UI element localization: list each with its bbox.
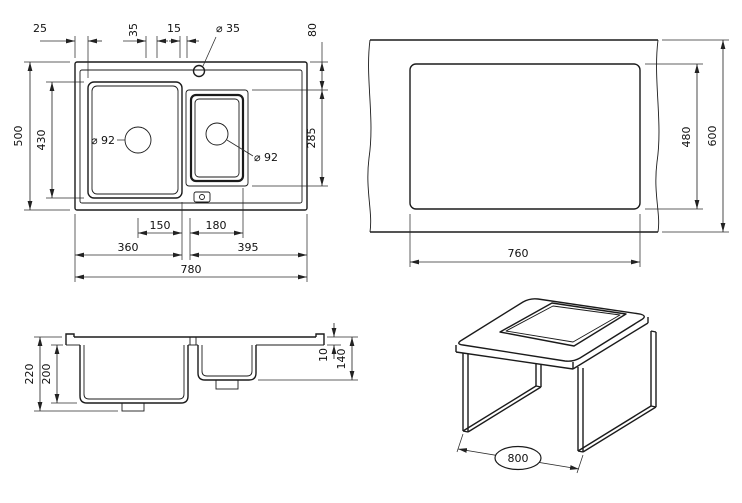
- left-drain-fitting: [121, 402, 145, 412]
- right-bowl-outer: [189, 93, 245, 183]
- top-view-extension-lines: [24, 36, 328, 282]
- dim-label-dia92-right: ⌀ 92: [254, 151, 278, 164]
- cabinet-view: 800: [455, 298, 657, 474]
- front-view-extension-lines: [34, 336, 358, 412]
- width-oval-badge: [494, 445, 542, 471]
- left-bowl-wall-outer: [79, 345, 189, 404]
- sink-outline: [74, 61, 308, 211]
- rim-right-cap: [315, 333, 325, 345]
- dim-label-140: 140: [335, 349, 348, 370]
- dim-label-760: 760: [508, 247, 529, 260]
- dim-label-780: 780: [181, 263, 202, 276]
- dim-label-430: 430: [35, 130, 48, 151]
- dim-label-35: 35: [127, 23, 140, 37]
- right-bowl-wall-outer: [197, 345, 257, 381]
- dim-label-dia35: ⌀ 35: [216, 22, 240, 35]
- front-view-outlines: [65, 333, 325, 412]
- right-drain-hole: [205, 122, 229, 146]
- left-drain-hole: [124, 126, 152, 154]
- break-line-right: [655, 39, 660, 233]
- left-bowl-inner: [91, 85, 179, 195]
- dim-label-200: 200: [40, 364, 53, 385]
- dim-label-480: 480: [680, 127, 693, 148]
- sink-cutout-outer: [499, 302, 627, 347]
- right-bowl-flange: [185, 89, 249, 187]
- right-drain-fitting: [215, 379, 239, 390]
- left-bowl-outer: [87, 81, 183, 199]
- cutout-rect: [409, 63, 641, 210]
- dim-label-360: 360: [118, 241, 139, 254]
- top-view-outlines: [74, 61, 308, 211]
- dim-label-15: 15: [167, 22, 181, 35]
- overflow-cutout: [193, 191, 211, 203]
- dim-label-150: 150: [150, 219, 171, 232]
- countertop-top-face: [458, 298, 645, 362]
- dim-label-500: 500: [12, 126, 25, 147]
- cabinet-width-dimension: 800: [456, 433, 584, 474]
- cabinet-left-panel: [462, 353, 542, 433]
- cutout-view-outlines: [367, 39, 660, 233]
- dim-label-800: 800: [508, 452, 529, 465]
- front-view-dimension-lines: [37, 323, 355, 411]
- top-view: 25 35 15 ⌀ 35 80 500 430 ⌀ 92 ⌀ 92 285 1…: [12, 22, 328, 282]
- dim-label-395: 395: [238, 241, 259, 254]
- left-bowl-wall-inner: [83, 345, 185, 400]
- dim-label-10: 10: [317, 348, 330, 362]
- top-view-dimension-lines: [27, 38, 325, 280]
- dim-label-dia92-left: ⌀ 92: [91, 134, 115, 147]
- dim-label-80: 80: [306, 23, 319, 37]
- tap-hole: [192, 64, 206, 78]
- break-line-left: [367, 39, 372, 233]
- dim-label-180: 180: [206, 219, 227, 232]
- sink-rim-line: [79, 69, 303, 204]
- right-bowl-wall-inner: [201, 345, 253, 377]
- front-view: 220 200 10 140: [23, 323, 358, 412]
- sink-cutout-inner: [505, 305, 621, 343]
- right-bowl-inner: [194, 98, 240, 178]
- dim-label-600: 600: [706, 126, 719, 147]
- dim-label-285: 285: [305, 128, 318, 149]
- cabinet-right-panel: [577, 330, 657, 453]
- dim-label-25: 25: [33, 22, 47, 35]
- dim-label-220: 220: [23, 364, 36, 385]
- cutout-view-dimension-lines: [410, 40, 726, 265]
- rim-left-cap: [65, 333, 75, 345]
- countertop-thickness-lines: [455, 317, 649, 370]
- cutout-view: 760 480 600: [367, 39, 729, 267]
- cutout-view-extension-lines: [409, 39, 729, 267]
- overflow-hole: [199, 194, 205, 200]
